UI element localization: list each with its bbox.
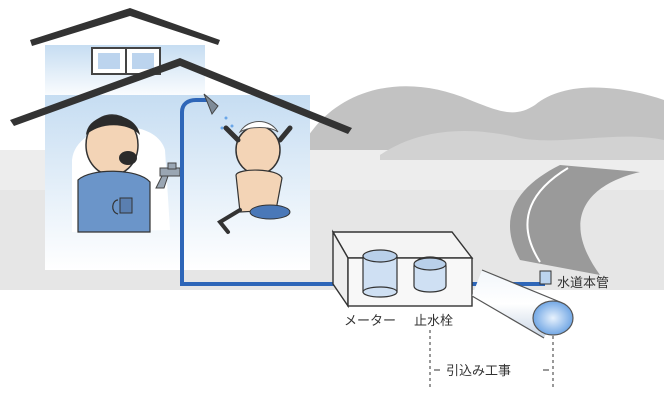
shower-icon [180,93,234,270]
label-service-work: 引込み工事 [446,364,511,379]
lower-roof [10,58,352,134]
hills [300,86,664,160]
label-stop-valve: 止水栓 [414,314,453,329]
meter-icon [362,249,398,298]
main-pipe-opening [532,300,574,336]
main-pipe-connector [539,270,552,285]
upper-roof [30,8,220,46]
meter-box [331,229,474,309]
road [509,165,640,275]
water-main [471,269,574,339]
faucet-icon [155,162,181,189]
label-meter: メーター [344,314,396,329]
man-figure [72,114,170,233]
boy-figure [217,121,293,234]
label-main-pipe: 水道本管 [557,276,609,291]
work-extent-lines [429,330,554,388]
stop-valve-icon [413,256,447,293]
